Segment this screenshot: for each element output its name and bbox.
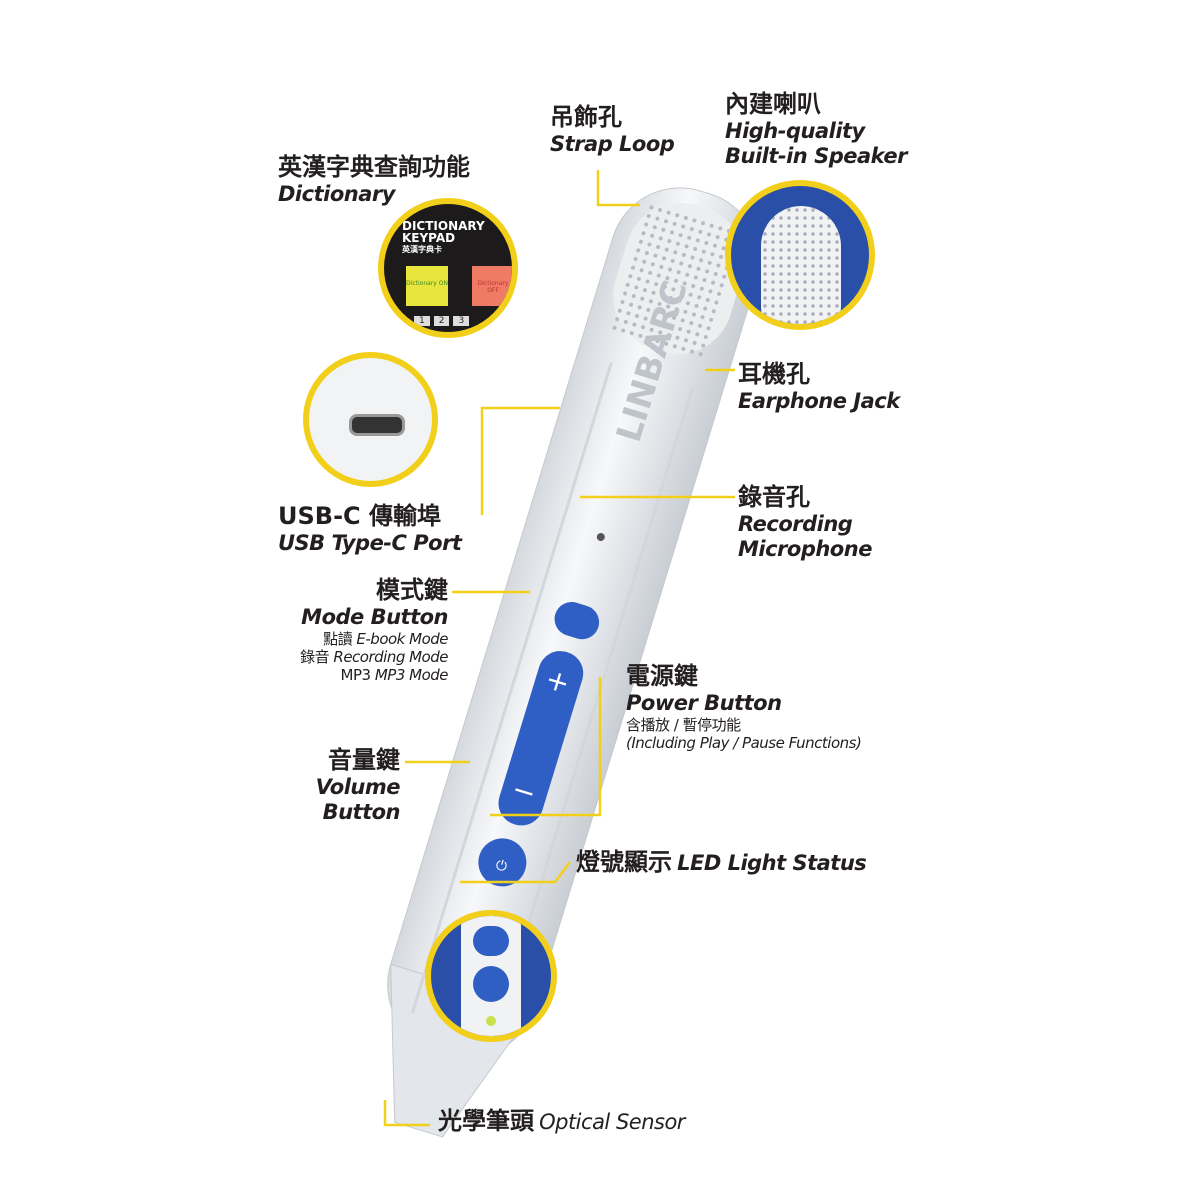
dictionary-closeup: DICTIONARY KEYPAD 英漢字典卡 Dictionary ON Di… — [378, 198, 518, 338]
speaker-closeup — [725, 180, 875, 330]
led-status-label: 燈號顯示 LED Light Status — [576, 848, 867, 876]
dictionary-label: 英漢字典查詢功能 Dictionary — [278, 153, 470, 206]
volume-button-shape — [498, 651, 584, 826]
microphone-hole — [596, 532, 605, 541]
pen-body: /* grille dots */ LINBARC + − ⏻ — [387, 187, 760, 1138]
strap-loop-label: 吊飾孔 Strap Loop — [550, 103, 675, 156]
usb-port-closeup — [303, 352, 438, 487]
keypad-title-zh: 英漢字典卡 — [402, 245, 442, 254]
power-button-label: 電源鍵 Power Button 含播放 / 暫停功能 (Including P… — [626, 662, 862, 752]
svg-text:⏻: ⏻ — [494, 857, 509, 876]
keypad-subtitle: KEYPAD — [402, 231, 456, 245]
dictionary-off-key: Dictionary OFF — [472, 266, 512, 306]
speaker-label: 內建喇叭 High-quality Built-in Speaker — [725, 90, 907, 168]
usb-c-port-icon — [349, 414, 405, 436]
key-3: 3 — [453, 316, 470, 326]
callout-lines — [383, 170, 735, 1127]
usb-port-label: USB-C 傳輸埠 USB Type-C Port — [278, 502, 462, 555]
earphone-jack-label: 耳機孔 Earphone Jack — [738, 360, 900, 413]
keypad-title: DICTIONARY — [402, 219, 485, 233]
volume-button-label: 音量鍵 Volume Button — [315, 746, 401, 824]
power-button-shape — [478, 838, 527, 887]
optical-sensor-label: 光學筆頭 Optical Sensor — [438, 1107, 685, 1135]
microphone-label: 錄音孔 Recording Microphone — [738, 483, 872, 561]
buttons-closeup — [425, 910, 557, 1042]
dictionary-on-key: Dictionary ON — [406, 266, 448, 306]
mode-button-shape — [554, 602, 600, 640]
key-2: 2 — [433, 316, 450, 326]
key-1: 1 — [414, 316, 430, 326]
mode-button-label: 模式鍵 Mode Button 點讀 E-book Mode 錄音 Record… — [300, 576, 448, 684]
